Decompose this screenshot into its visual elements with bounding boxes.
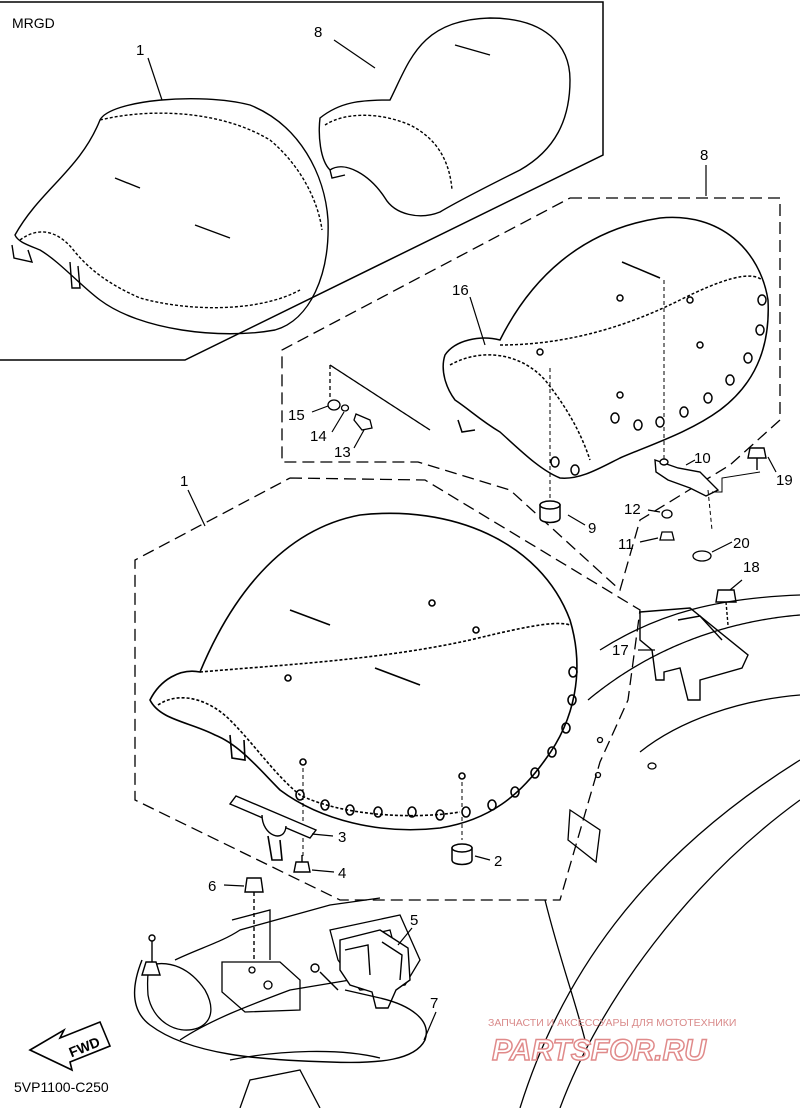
callout-5: 5 (410, 912, 418, 929)
rider-seat-group-outline (134, 477, 641, 901)
part-3-plate (228, 795, 318, 839)
part-6-bolt (244, 877, 264, 960)
leader-c8a (333, 39, 376, 69)
callout-20: 20 (733, 535, 750, 552)
leader-c18 (729, 579, 743, 591)
part-10-bracket (654, 458, 720, 497)
callout-11: 11 (618, 536, 634, 553)
leader-c9 (567, 514, 586, 526)
variant-label: MRGD (12, 15, 55, 31)
leader-c1a (147, 57, 163, 101)
callout-6: 6 (208, 878, 216, 895)
inset-rider-seat (11, 98, 329, 335)
leader-c6 (223, 884, 245, 887)
callout-15: 15 (288, 407, 305, 424)
callout-16: 16 (452, 282, 469, 299)
leader-c12 (647, 509, 661, 513)
callout-8: 8 (700, 147, 708, 164)
callout-1-inset: 1 (136, 42, 144, 59)
bolt-axis-20 (707, 489, 713, 531)
watermark: ЗАПЧАСТИ И АКСЕССУАРЫ ДЛЯ МОТОТЕХНИКИ PA… (488, 1017, 736, 1068)
part-12-11 (659, 509, 675, 541)
rider-seat (149, 512, 578, 861)
part-7-cable (133, 934, 427, 1064)
callout-7: 7 (430, 995, 438, 1012)
part-9-damper (539, 500, 561, 524)
passenger-seat-group-outline (281, 197, 781, 592)
callout-17: 17 (612, 642, 629, 659)
leader-c10 (685, 459, 696, 466)
callout-8-inset: 8 (314, 24, 322, 41)
leader-c1b (187, 489, 206, 527)
part-19-bolt (747, 447, 767, 470)
parts-13-15 (327, 364, 431, 431)
leader-c4 (311, 869, 335, 873)
callout-18: 18 (743, 559, 760, 576)
leader-c19 (767, 456, 777, 473)
fwd-arrow-icon (28, 1020, 112, 1072)
callout-3: 3 (338, 829, 346, 846)
leader-c2 (474, 855, 491, 861)
leader-c15 (311, 405, 329, 413)
callout-2: 2 (494, 853, 502, 870)
part-4-bolt (293, 855, 311, 873)
callout-12: 12 (624, 501, 641, 518)
mrgd-inset (0, 1, 604, 361)
leader-c13 (353, 429, 365, 449)
callout-14: 14 (310, 428, 327, 445)
callout-19: 19 (776, 472, 793, 489)
callout-9: 9 (588, 520, 596, 537)
frame-fender (519, 594, 800, 1108)
callout-10: 10 (694, 450, 711, 467)
watermark-tagline: ЗАПЧАСТИ И АКСЕССУАРЫ ДЛЯ МОТОТЕХНИКИ (488, 1017, 736, 1029)
passenger-seat (442, 216, 769, 479)
part-2-damper (451, 843, 473, 866)
part-20-washer (692, 550, 712, 562)
callout-1: 1 (180, 473, 188, 490)
leader-c5 (397, 927, 413, 946)
callout-4: 4 (338, 865, 346, 882)
part-18-bolt (715, 589, 737, 626)
leader-c20 (711, 541, 733, 553)
leader-c16 (469, 296, 486, 346)
leader-c19-line (712, 471, 761, 493)
part-code: 5VP1100-C250 (14, 1079, 109, 1095)
inset-passenger-seat (318, 17, 571, 217)
part-5-lock (339, 929, 411, 1009)
watermark-logo: PARTSFOR.RU (492, 1034, 707, 1067)
leader-c11 (639, 537, 659, 543)
leader-c3 (311, 833, 334, 837)
leader-c14 (331, 411, 345, 433)
leader-c7 (423, 1011, 437, 1041)
callout-13: 13 (334, 444, 351, 461)
